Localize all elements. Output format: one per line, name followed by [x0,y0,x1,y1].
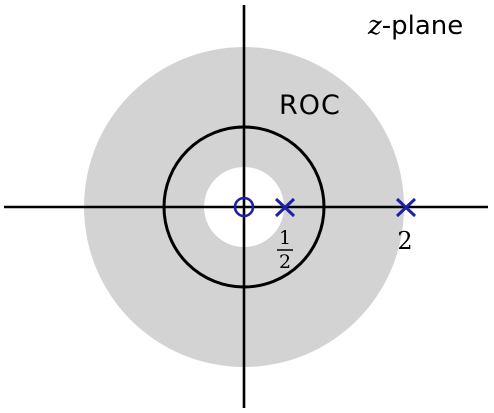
plane-title-variable: z [367,11,382,41]
roc-region [84,47,404,367]
pole-marker-two [395,197,417,218]
pole-label-half-numerator: 1 [279,227,291,249]
pole-label-half-denominator: 2 [279,251,291,273]
pole-label-two: 2 [397,227,412,255]
roc-label: ROC [279,90,341,121]
pole-marker-half [274,197,296,218]
pole-label-half: 1 2 [277,227,293,273]
zero-marker-origin [233,196,255,218]
plane-title-suffix: -plane [382,11,464,41]
unit-circle [162,125,326,289]
plane-title: z-plane [367,11,463,41]
